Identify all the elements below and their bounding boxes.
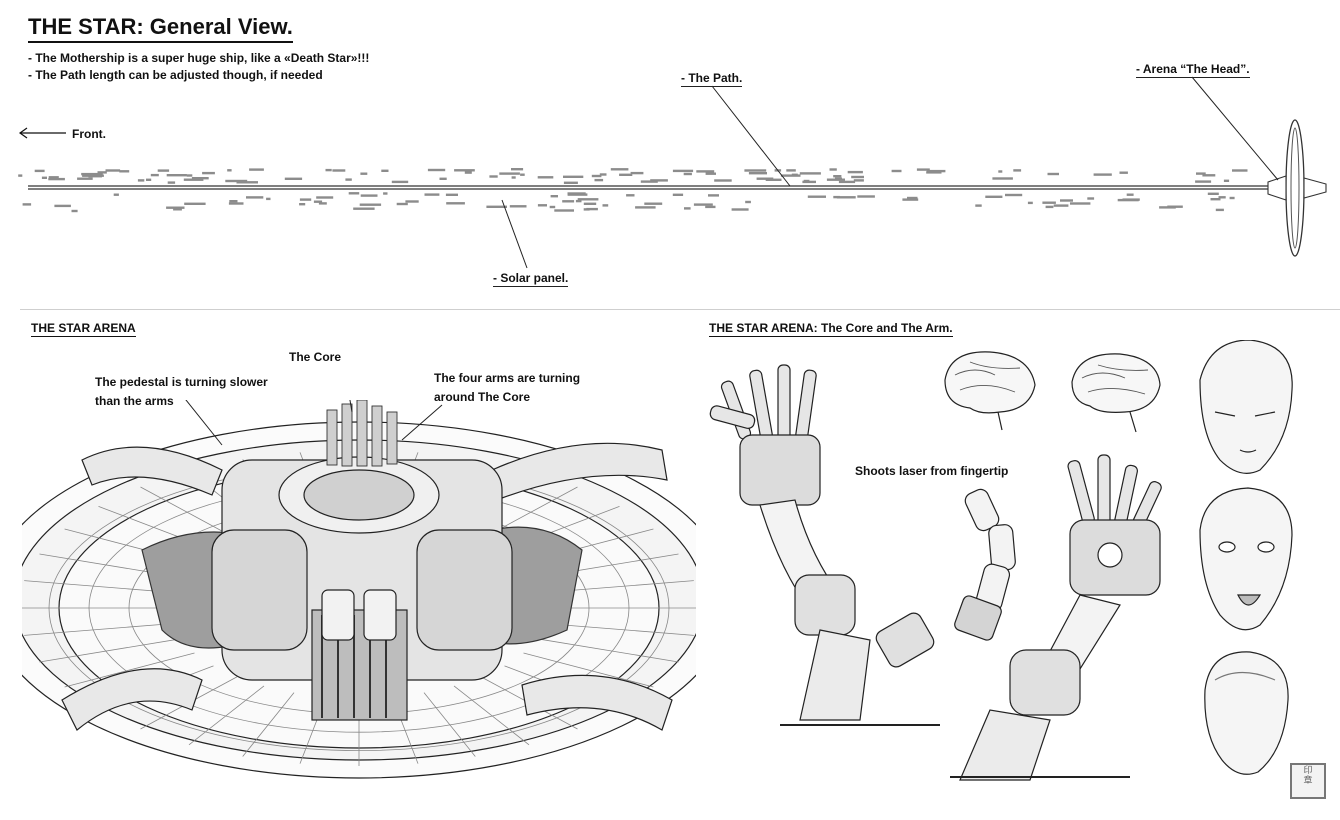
robot-arm-drawing-1	[709, 364, 940, 726]
core-brain-drawing-2	[1071, 353, 1161, 433]
laser-finger-drawing	[954, 488, 1016, 641]
core-label: The Core	[289, 350, 342, 364]
arena-head-shape	[1267, 119, 1327, 257]
pedestal-leader-line	[185, 400, 223, 446]
artist-seal-stamp: 印章	[1290, 763, 1326, 799]
note-path-length: - The Path length can be adjusted though…	[28, 68, 323, 82]
core-head-drawing-3	[1204, 651, 1289, 775]
arena-head-label: - Arena “The Head”.	[1136, 62, 1250, 78]
laser-label: Shoots laser from fingertip	[855, 464, 1009, 478]
arms-label-line1: The four arms are turning	[434, 371, 581, 385]
pedestal-label-line1: The pedestal is turning slower	[95, 375, 268, 389]
arena-illustration	[22, 400, 696, 779]
robot-arm-drawing-2	[950, 454, 1162, 781]
arena-leader-line	[1191, 76, 1279, 181]
arms-leader-line	[401, 404, 443, 441]
overview-diagram	[18, 76, 1327, 269]
arm-and-core-illustrations	[709, 340, 1293, 781]
note-mothership: - The Mothership is a super huge ship, l…	[28, 51, 370, 65]
section-divider	[20, 309, 1340, 310]
solar-panel-array	[18, 168, 1248, 213]
front-label: Front.	[72, 127, 106, 141]
core-arm-section-title: THE STAR ARENA: The Core and The Arm.	[709, 321, 953, 337]
arms-label-line2: around The Core	[434, 390, 531, 404]
core-head-drawing-1	[1199, 340, 1293, 474]
core-head-drawing-2	[1199, 487, 1293, 631]
front-arrow-icon	[18, 127, 66, 139]
arena-section-title: THE STAR ARENA	[31, 321, 136, 337]
page-title: THE STAR: General View.	[28, 14, 293, 43]
path-label: - The Path.	[681, 71, 743, 87]
pedestal-label-line2: than the arms	[95, 394, 174, 408]
solar-leader-line	[501, 199, 528, 269]
solar-panel-label: - Solar panel.	[493, 271, 569, 287]
core-brain-drawing-1	[944, 351, 1036, 431]
core-leader-line	[349, 400, 353, 413]
path-leader-line	[711, 85, 791, 187]
path-line	[28, 185, 1268, 190]
